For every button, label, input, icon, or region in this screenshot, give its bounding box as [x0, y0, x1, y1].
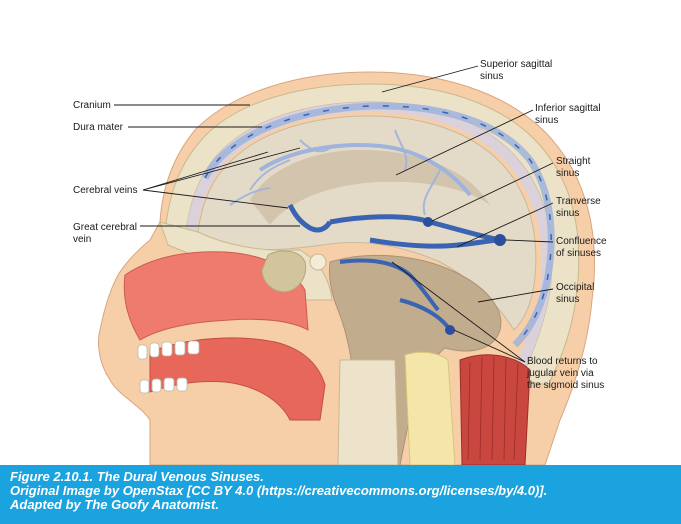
- caption-line-credit: Original Image by OpenStax [CC BY 4.0 (h…: [10, 483, 548, 498]
- label-great-cerebral-vein-text-2: vein: [73, 234, 91, 245]
- figure-caption: Figure 2.10.1. The Dural Venous Sinuses.…: [0, 465, 681, 524]
- label-straight-text-2: sinus: [556, 168, 579, 179]
- label-transverse-sinus: Tranverse sinus: [456, 196, 601, 248]
- vertebrae: [337, 359, 399, 465]
- caption-line-adapted: Adapted by The Goofy Anatomist.: [10, 497, 219, 512]
- label-dura-mater: Dura mater: [73, 122, 262, 133]
- label-dura-mater-text: Dura mater: [73, 122, 124, 133]
- label-great-cerebral-vein: Great cerebral vein: [73, 222, 300, 245]
- corpus-region: [250, 149, 490, 225]
- label-blood-returns-text-1: Blood returns to: [527, 356, 598, 367]
- dural-sinus-illustration: Cranium Dura mater Cerebral veins Great …: [73, 59, 607, 465]
- label-cranium-text: Cranium: [73, 100, 111, 111]
- sphenoid-sinus: [261, 250, 307, 293]
- label-transverse-text-2: sinus: [556, 208, 579, 219]
- label-superior-sagittal-text-1: Superior sagittal: [480, 59, 552, 70]
- label-cerebral-veins-text: Cerebral veins: [73, 185, 137, 196]
- label-blood-returns: Blood returns to jugular vein via the si…: [391, 261, 604, 391]
- tongue: [149, 337, 326, 421]
- label-inferior-sagittal-text-1: Inferior sagittal: [535, 103, 601, 114]
- label-confluence-of-sinuses: Confluence of sinuses: [505, 236, 607, 259]
- label-straight-text-1: Straight: [556, 156, 591, 167]
- label-inferior-sagittal-text-2: sinus: [535, 115, 558, 126]
- label-blood-returns-text-3: the sigmoid sinus: [527, 380, 604, 391]
- label-great-cerebral-vein-text-1: Great cerebral: [73, 222, 137, 233]
- spinal-column: [404, 351, 456, 465]
- label-transverse-text-1: Tranverse: [556, 196, 601, 207]
- caption-line-title: Figure 2.10.1. The Dural Venous Sinuses.: [10, 469, 264, 484]
- label-superior-sagittal-sinus: Superior sagittal sinus: [381, 59, 552, 93]
- neck-muscles: [459, 354, 531, 465]
- label-superior-sagittal-text-2: sinus: [480, 71, 503, 82]
- label-confluence-text-1: Confluence: [556, 236, 607, 247]
- label-straight-sinus: Straight sinus: [431, 156, 591, 222]
- label-occipital-text-1: Occipital: [556, 282, 594, 293]
- label-occipital-sinus: Occipital sinus: [477, 282, 594, 305]
- label-cranium: Cranium: [73, 100, 250, 111]
- cranium-bone: [164, 83, 580, 386]
- inferior-sagittal-sinus: [258, 143, 472, 197]
- label-cerebral-veins: Cerebral veins: [73, 147, 301, 209]
- label-inferior-sagittal-sinus: Inferior sagittal sinus: [395, 103, 601, 176]
- label-confluence-text-2: of sinuses: [556, 248, 601, 259]
- transverse-sinus: [369, 237, 501, 249]
- great-cerebral-vein-shape: [287, 203, 333, 233]
- label-blood-returns-text-2: jugular vein via: [526, 368, 594, 379]
- label-occipital-text-2: sinus: [556, 294, 579, 305]
